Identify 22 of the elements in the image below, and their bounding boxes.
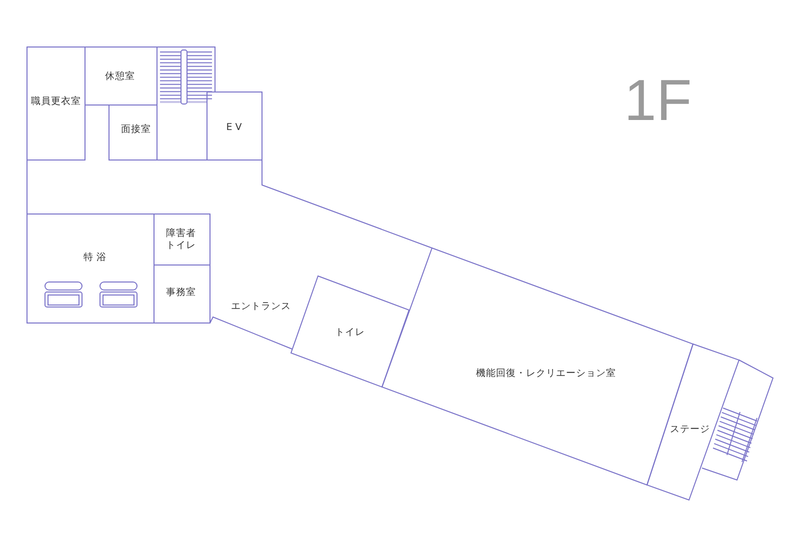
room-label: 特 浴 xyxy=(83,252,107,264)
room xyxy=(291,276,409,387)
room-label: 職員更衣室 xyxy=(31,96,81,108)
room-label: 機能回復・レクリエーション室 xyxy=(476,368,616,380)
room xyxy=(154,214,210,265)
room-label: 事務室 xyxy=(166,287,196,299)
room-label: E V xyxy=(226,122,242,134)
room xyxy=(85,47,157,105)
room-label: 障害者トイレ xyxy=(166,228,196,252)
room xyxy=(154,265,210,323)
room-label: 面接室 xyxy=(121,124,151,136)
floor-title: 1F xyxy=(624,71,692,131)
room xyxy=(27,47,85,160)
area-label: エントランス xyxy=(231,301,291,313)
room xyxy=(27,214,154,323)
room xyxy=(207,92,262,160)
room xyxy=(109,105,157,160)
room-label: 休憩室 xyxy=(105,71,135,83)
room xyxy=(382,248,693,485)
room-label: ステージ xyxy=(670,424,710,436)
room-label: トイレ xyxy=(335,327,365,339)
room xyxy=(647,344,739,500)
